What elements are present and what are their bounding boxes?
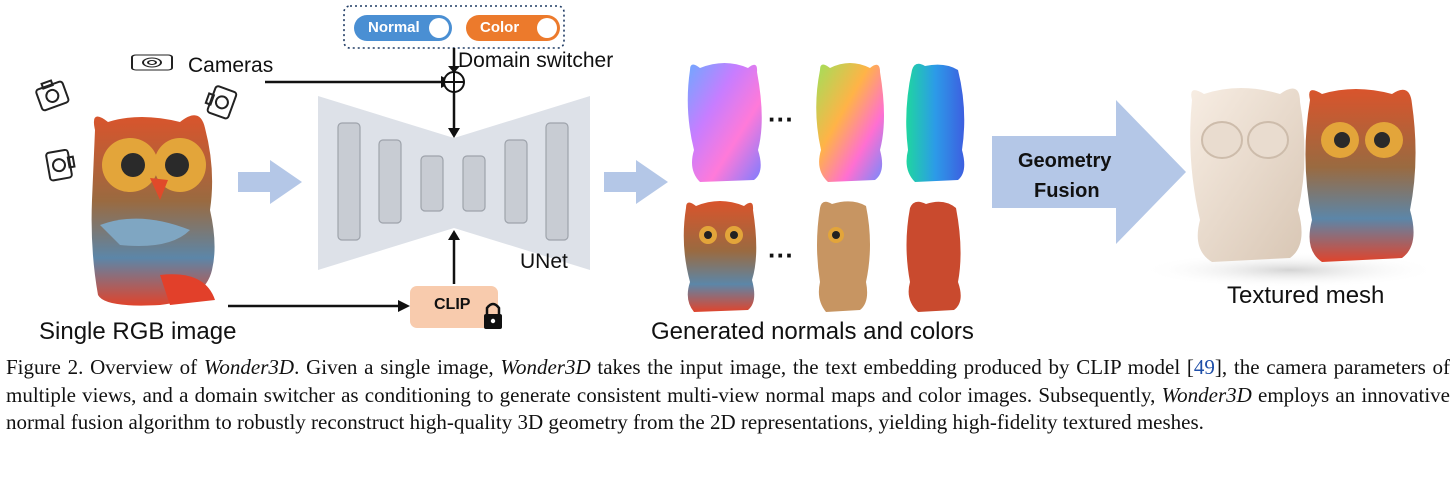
normal-map-view xyxy=(816,63,884,182)
unet-layer xyxy=(337,122,361,241)
untextured-mesh xyxy=(1190,88,1305,262)
normal-map-view xyxy=(687,63,762,182)
camera-icon xyxy=(131,54,173,71)
color-domain-toggle[interactable]: Color xyxy=(466,15,560,41)
color-view xyxy=(817,201,870,312)
camera-icon xyxy=(45,148,76,182)
fusion-label-line1: Geometry xyxy=(1018,150,1112,172)
textured-mesh xyxy=(1305,89,1416,262)
camera-icon xyxy=(35,79,70,112)
unet-label: UNet xyxy=(520,250,568,273)
cameras-label: Cameras xyxy=(188,54,274,77)
ellipsis-colors: ··· xyxy=(768,240,794,270)
color-view xyxy=(683,201,757,312)
figure-graphics xyxy=(35,5,1440,329)
color-view xyxy=(906,201,961,312)
normal-map-view xyxy=(906,63,965,182)
caption-text: Figure 2. Overview of xyxy=(6,355,204,379)
input-owl-image xyxy=(91,115,215,306)
camera-icon xyxy=(204,85,238,120)
plus-icon xyxy=(443,71,465,93)
normal-domain-toggle[interactable]: Normal xyxy=(354,15,452,41)
geometry-fusion-arrow xyxy=(992,100,1186,244)
fusion-label-line2: Fusion xyxy=(1034,180,1100,202)
clip-box xyxy=(410,286,498,328)
input-image-label: Single RGB image xyxy=(39,318,237,345)
color-toggle-label: Color xyxy=(480,19,520,36)
domain-switcher-label: Domain switcher xyxy=(458,49,614,72)
input-arrow xyxy=(238,160,302,204)
toggle-knob xyxy=(537,18,557,38)
unet-layer xyxy=(504,139,528,224)
unet-layer xyxy=(420,155,444,212)
caption-method-name: Wonder3D xyxy=(203,355,295,379)
caption-method-name: Wonder3D xyxy=(1161,382,1252,407)
unet-layer xyxy=(545,122,569,241)
textured-mesh-label: Textured mesh xyxy=(1227,282,1385,309)
unet-layer xyxy=(462,155,486,212)
generated-label: Generated normals and colors xyxy=(651,318,974,345)
overview-figure: Normal Color Cameras Domain switcher UNe… xyxy=(35,5,1440,345)
caption-text: takes the input image, the text embeddin… xyxy=(590,355,1194,379)
clip-label: CLIP xyxy=(434,296,471,313)
caption-method-name: Wonder3D xyxy=(500,355,591,379)
caption-text: employs an innovative normal fusion algo… xyxy=(6,382,1450,435)
unet-layer xyxy=(378,139,402,224)
output-arrow xyxy=(604,160,668,204)
figure-caption: Figure 2. Overview of Wonder3D. Given a … xyxy=(6,354,1450,437)
caption-text: . Given a single image, xyxy=(294,355,501,379)
lock-icon xyxy=(484,302,502,329)
toggle-knob xyxy=(429,18,449,38)
normal-toggle-label: Normal xyxy=(368,19,420,36)
citation-link[interactable]: 49 xyxy=(1193,355,1215,379)
ellipsis-normals: ··· xyxy=(768,104,794,134)
caption-text: ], the camera parameters of multiple vie… xyxy=(6,355,1450,407)
